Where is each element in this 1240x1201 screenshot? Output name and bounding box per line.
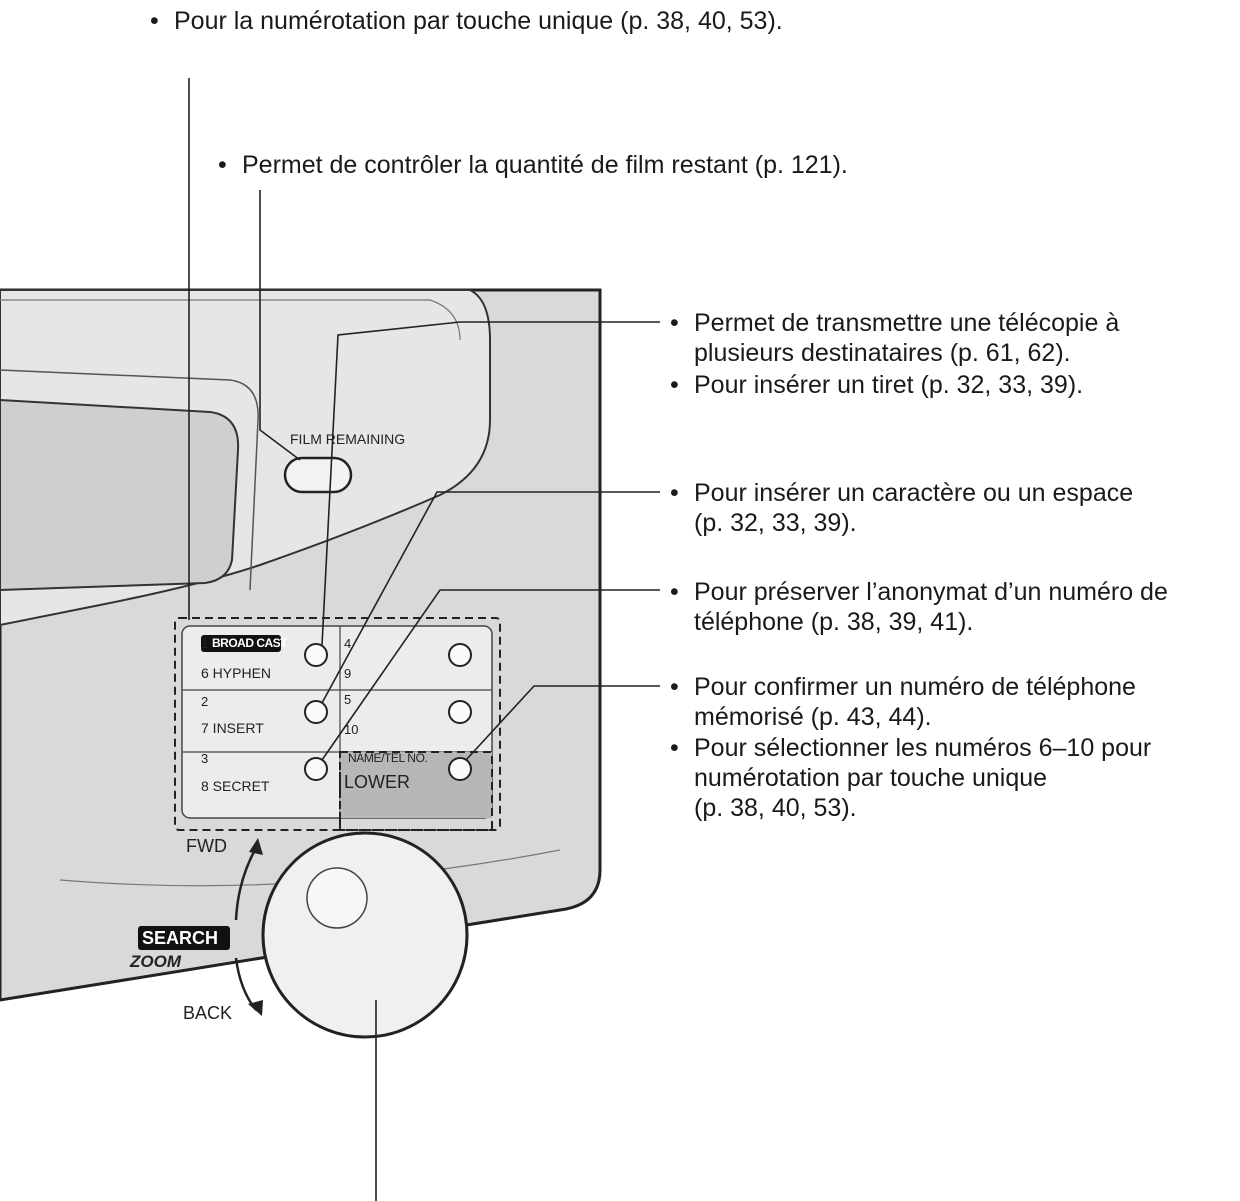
key-3-button — [304, 757, 328, 781]
film-remaining-label: FILM REMAINING — [290, 431, 406, 447]
annotation-name: •Pour confirmer un numéro de téléphone m… — [670, 673, 1136, 731]
key-4-sub: 9 — [344, 666, 352, 681]
annotation-lower: •Pour sélectionner les numéros 6–10 pour… — [670, 734, 1152, 822]
leader-secret — [321, 589, 660, 761]
keypad-outline — [174, 617, 501, 831]
key-5-sub: 10 — [344, 722, 359, 737]
annotation-broadcast: •Permet de transmettre une télécopie à p… — [670, 309, 1120, 367]
key-3-number: 3 — [201, 751, 209, 766]
annotation-film: •Permet de contrôler la quantité de film… — [218, 151, 848, 179]
search-tag: SEARCH — [142, 928, 219, 948]
film-remaining-button — [283, 456, 353, 494]
annotation-secret: •Pour préserver l’anonymat d’un numéro d… — [670, 578, 1168, 636]
broadcast-tag-bg — [201, 635, 281, 652]
key-5-button — [448, 700, 472, 724]
leader-film — [259, 190, 301, 461]
lower-label: LOWER — [344, 772, 411, 792]
key-4-button — [448, 643, 472, 667]
leader-insert — [321, 491, 660, 704]
key-1-button — [304, 643, 328, 667]
search-tag-bg — [138, 926, 230, 950]
back-label: BACK — [183, 1003, 233, 1023]
leader-broadcast — [321, 321, 660, 646]
leader-name — [465, 685, 660, 761]
search-dial — [261, 831, 469, 1039]
display-window — [0, 398, 240, 592]
fwd-label: FWD — [186, 836, 227, 856]
key-3-sub: 8 SECRET — [201, 778, 270, 794]
broadcast-tag: BROAD CAST — [212, 636, 288, 650]
key-1-sub: 6 HYPHEN — [201, 665, 272, 681]
name-tel-label: NAME/TEL NO. — [348, 751, 428, 765]
annotation-insert: •Pour insérer un caractère ou un espace … — [670, 479, 1134, 537]
annotation-one-touch: •Pour la numérotation par touche unique … — [150, 7, 783, 35]
dial-recess — [306, 867, 368, 929]
key-2-button — [304, 700, 328, 724]
annotation-hyphen: •Pour insérer un tiret (p. 32, 33, 39). — [670, 371, 1084, 399]
back-arc — [234, 957, 257, 1011]
name-tel-button — [448, 757, 472, 781]
zoom-label: ZOOM — [130, 952, 181, 971]
key-5-number: 5 — [344, 692, 352, 707]
fwd-arc — [234, 847, 258, 921]
key-1-number: 1 — [201, 636, 209, 651]
key-4-number: 4 — [344, 636, 352, 651]
key-2-number: 2 — [201, 694, 209, 709]
key-2-sub: 7 INSERT — [201, 720, 264, 736]
